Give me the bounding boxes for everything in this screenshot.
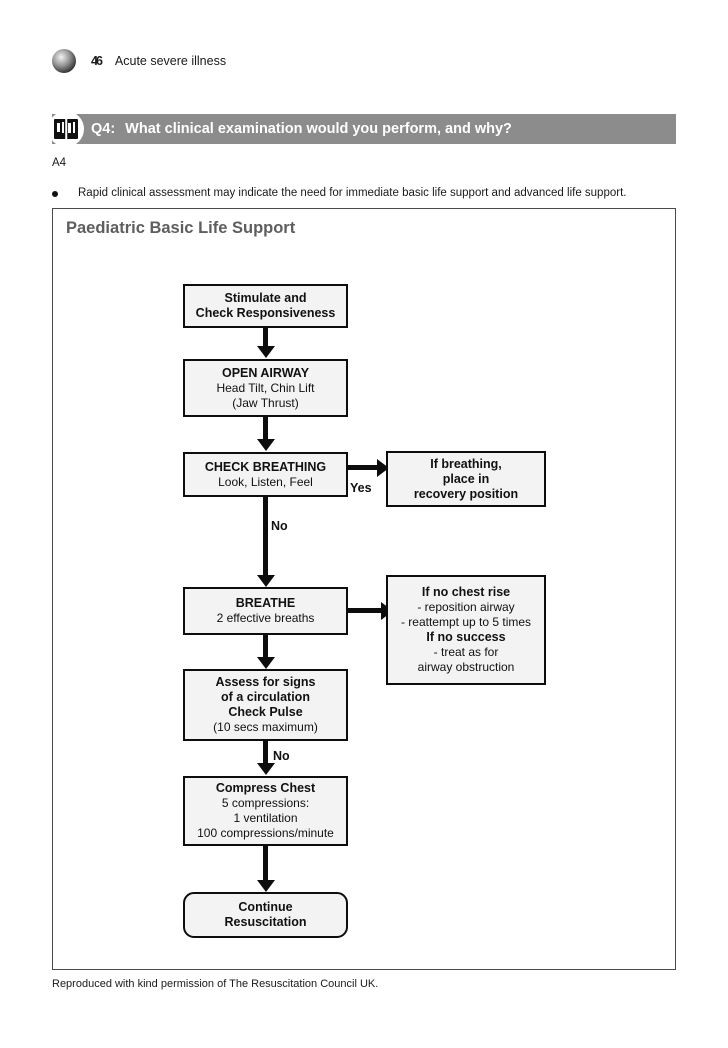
node-line: airway obstruction [417,660,515,674]
node-line: of a circulation [221,690,310,704]
connector-breathe-to-nochestrise [348,608,382,613]
node-line: If no success [426,630,506,644]
node-line: Continue [238,900,293,914]
flowchart-title: Paediatric Basic Life Support [66,219,296,237]
node-line: - reattempt up to 5 times [400,615,532,629]
edge-label-yes: Yes [350,481,372,495]
node-line: Look, Listen, Feel [218,474,313,489]
connector-airway-to-breathing [263,417,268,441]
answer-bullet-item: Rapid clinical assessment may indicate t… [52,186,676,201]
flow-node-no-chest-rise: If no chest rise - reposition airway - r… [386,575,546,685]
flow-node-stimulate: Stimulate and Check Responsiveness [183,284,348,328]
node-line: recovery position [413,486,519,501]
section-title: Acute severe illness [114,54,227,68]
flow-node-continue-resuscitation: Continue Resuscitation [183,892,348,938]
answer-bullet-text: Rapid clinical assessment may indicate t… [78,187,627,199]
node-line: CHECK BREATHING [204,459,327,474]
node-line: (10 secs maximum) [213,720,318,734]
connector-breathe-to-assess [263,635,268,659]
flow-node-open-airway: OPEN AIRWAY Head Tilt, Chin Lift (Jaw Th… [183,359,348,417]
connector-breathing-no [263,497,268,577]
arrow-down-icon [256,657,275,669]
connector-breathing-yes [348,465,378,470]
flow-node-breathe: BREATHE 2 effective breaths [183,587,348,635]
arrow-down-icon [256,439,275,451]
node-line: Head Tilt, Chin Lift [216,380,315,395]
node-line: 5 compressions: [221,796,310,810]
question-text: What clinical examination would you perf… [125,121,512,137]
node-line: - treat as for [433,645,499,659]
node-line: place in [442,471,490,486]
credit-line: Reproduced with kind permission of The R… [52,978,379,990]
arrow-down-icon [256,346,275,358]
node-line: Assess for signs [215,675,316,689]
node-line: OPEN AIRWAY [221,365,310,380]
node-line: 100 compressions/minute [197,826,334,840]
bullet-dot-icon [52,191,58,197]
arrow-down-icon [256,575,275,587]
node-line: 1 ventilation [233,811,298,825]
flow-node-recovery-position: If breathing, place in recovery position [386,451,546,507]
filled-circle-icon [52,49,76,73]
edge-label-no-breathing: No [271,519,288,533]
connector-assess-no [263,741,268,765]
flow-node-check-breathing: CHECK BREATHING Look, Listen, Feel [183,452,348,497]
answer-label: A4 [52,157,67,169]
node-line: (Jaw Thrust) [232,395,299,410]
connector-compress-to-continue [263,846,268,882]
node-line: Check Responsiveness [195,306,336,320]
arrow-down-icon [256,763,275,775]
flow-node-compress-chest: Compress Chest 5 compressions: 1 ventila… [183,776,348,846]
question-label: Q4: [91,121,116,137]
page-running-head: 46 Acute severe illness [52,48,226,74]
question-banner: Q4: What clinical examination would you … [48,111,676,147]
node-line: If breathing, [430,456,502,471]
node-line: If no chest rise [421,585,511,599]
node-line: Check Pulse [228,705,303,719]
arrow-down-icon [256,880,275,892]
connector-stimulate-to-airway [263,328,268,348]
flowchart-frame: Paediatric Basic Life Support Stimulate … [52,208,676,970]
book-shelf-icon [48,111,84,147]
node-line: 2 effective breaths [216,611,315,625]
page-number: 46 [91,54,103,68]
edge-label-no-circulation: No [273,749,290,763]
node-line: BREATHE [235,596,296,610]
node-line: Stimulate and [224,291,307,305]
node-line: Compress Chest [215,781,316,795]
node-line: Resuscitation [224,915,307,929]
node-line: - reposition airway [417,600,515,614]
flow-node-assess-circulation: Assess for signs of a circulation Check … [183,669,348,741]
